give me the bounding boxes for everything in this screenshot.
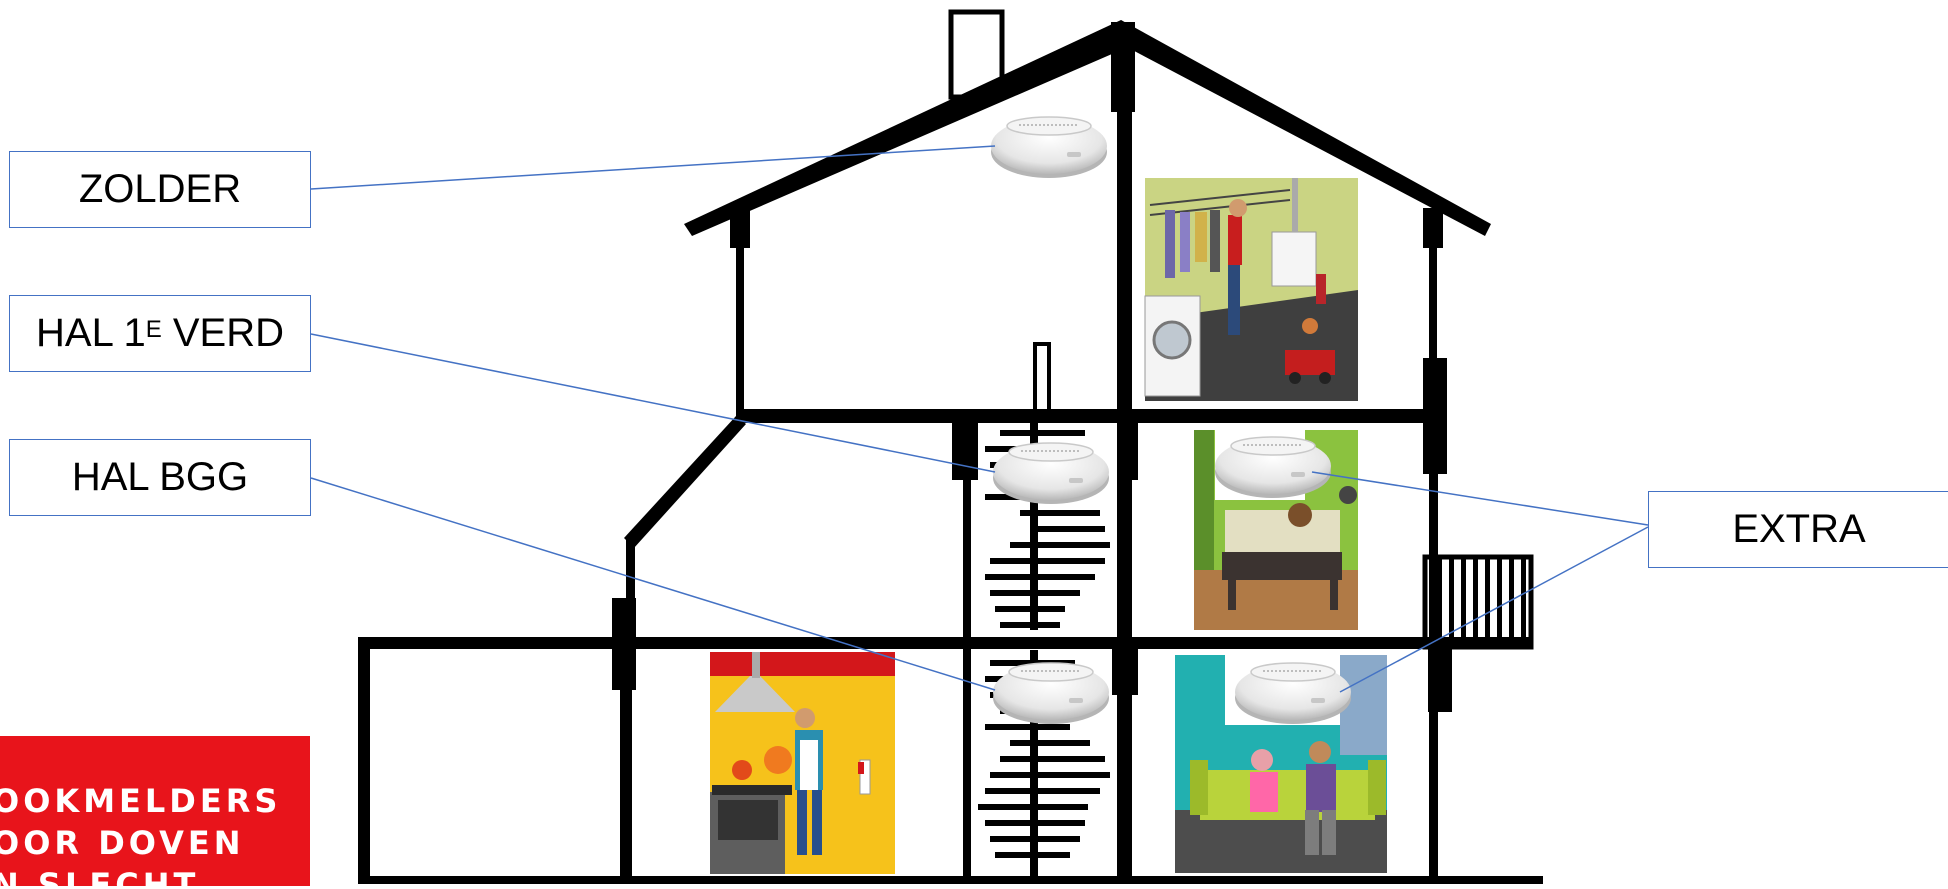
connector-extra-living (1340, 527, 1648, 692)
logo-line-1: OOKMELDERS (0, 782, 281, 820)
connector-extra-bedroom (1312, 472, 1648, 525)
label-hal1-suffix: VERD (162, 311, 284, 356)
attic-laundry-room-image (1145, 178, 1358, 401)
label-hal1-prefix: HAL 1 (36, 311, 146, 356)
label-zolder: ZOLDER (9, 151, 311, 228)
balcony (1425, 557, 1531, 647)
logo-line-2: OOR DOVEN (0, 824, 245, 862)
kitchen-image (710, 652, 895, 874)
smoke-detector-zolder (991, 117, 1107, 178)
label-extra-text: EXTRA (1732, 507, 1865, 552)
connector-hal-1e-verd (311, 334, 995, 472)
label-hal-bgg-text: HAL BGG (72, 455, 248, 500)
brand-logo: OOKMELDERS OOR DOVEN N SLECHT (0, 736, 310, 886)
logo-line-3: N SLECHT (0, 866, 199, 886)
smoke-detector-extra-bedroom (1215, 437, 1331, 498)
smoke-detector-extra-living (1235, 663, 1351, 724)
label-hal-bgg: HAL BGG (9, 439, 311, 516)
label-zolder-text: ZOLDER (79, 167, 241, 212)
smoke-detector-hal-bgg (993, 663, 1109, 724)
label-extra: EXTRA (1648, 491, 1948, 568)
smoke-detector-hal-1e-verd (993, 443, 1109, 504)
label-hal1-superscript: E (146, 316, 162, 344)
connector-zolder (311, 146, 995, 189)
